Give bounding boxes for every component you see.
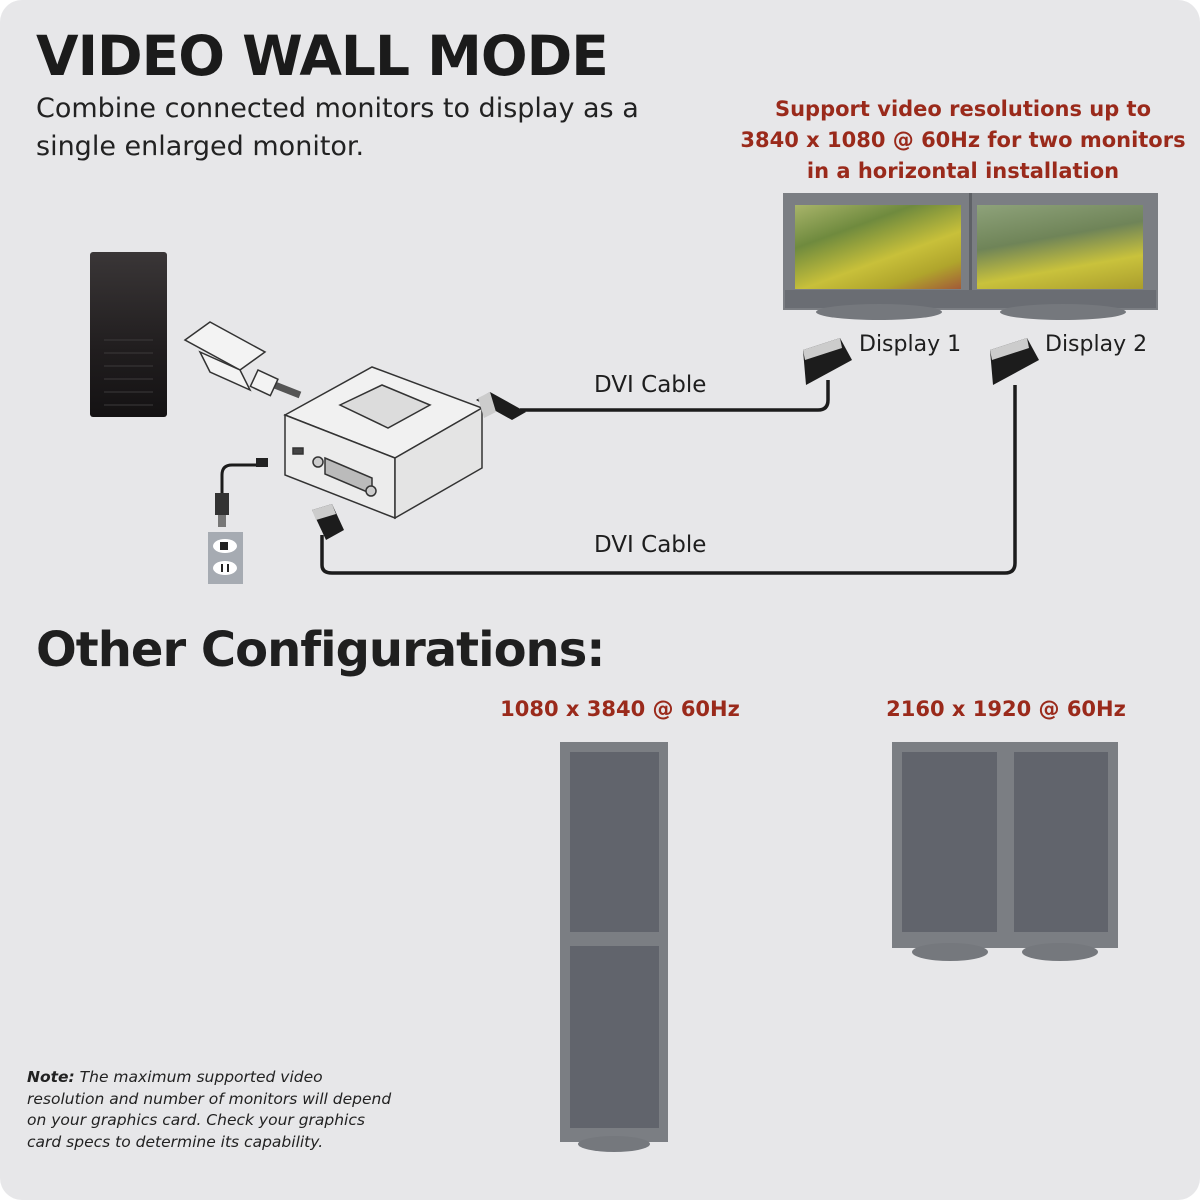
monitor-divider [969,193,972,293]
monitor-panel [902,752,997,932]
horizontal-monitor-pair [892,742,1118,948]
monitor-stand [578,1136,650,1152]
vertical-config-resolution: 1080 x 3840 @ 60Hz [500,697,740,721]
monitor-panel [1014,752,1108,932]
support-line: in a horizontal installation [806,159,1120,183]
dvi-connector-icon [312,338,1039,540]
support-line: Support video resolutions up to [774,97,1152,121]
cables [220,376,1017,575]
note-label: Note: [27,1068,75,1086]
display-1-screen [795,205,961,289]
page-title: VIDEO WALL MODE [36,24,609,88]
support-note: Support video resolutions up to 3840 x 1… [740,94,1186,187]
computer-tower-icon [90,252,167,417]
note-text: The maximum supported video resolution a… [27,1068,392,1151]
display-1-stand [816,304,942,320]
connection-illustration [90,252,1039,584]
video-splitter-device-icon [283,366,484,520]
page-subtitle: Combine connected monitors to display as… [36,93,639,162]
monitor-stand [1022,943,1098,961]
support-line: 3840 x 1080 @ 60Hz for two monitors [740,128,1186,152]
monitor-base-bar [785,290,1156,308]
power-adapter-plug-icon [215,458,268,527]
displayport-connector-icon [183,321,279,397]
display-2-screen [977,205,1143,289]
dvi-cable-label-1: DVI Cable [594,372,707,398]
other-configurations-heading: Other Configurations: [36,622,605,678]
monitor-panel [570,752,659,932]
monitor-stand [912,943,988,961]
display-2-stand [1000,304,1126,320]
footnote: Note: The maximum supported video resolu… [27,1067,397,1153]
vertical-monitor-stack [560,742,668,1142]
display-1-label: Display 1 [859,332,962,357]
display-2-label: Display 2 [1045,332,1148,357]
horizontal-config-resolution: 2160 x 1920 @ 60Hz [886,697,1126,721]
monitor-wall [783,193,1158,310]
dvi-cable-label-2: DVI Cable [594,532,707,558]
wall-outlet-icon [208,532,243,584]
monitor-panel [570,946,659,1128]
